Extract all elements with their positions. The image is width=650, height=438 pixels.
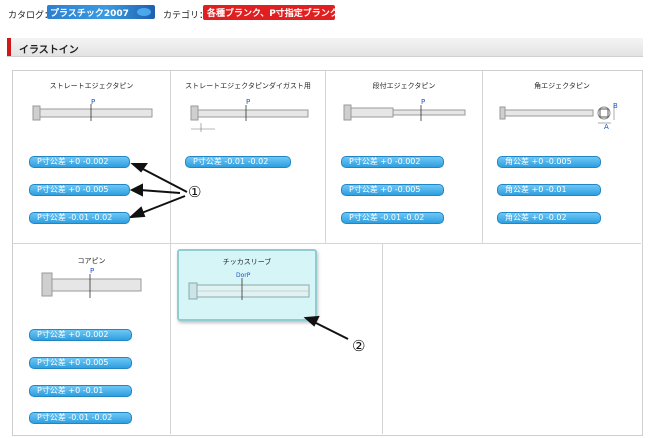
tolerance-button[interactable]: 角公差 +0 -0.005 — [497, 156, 601, 168]
tolerance-button[interactable]: P寸公差 +0 -0.002 — [29, 156, 130, 168]
tolerance-button[interactable]: 角公差 +0 -0.02 — [497, 212, 601, 224]
catalog-value: プラスチック2007 — [50, 9, 129, 19]
product-cell-square-ejector[interactable]: 角エジェクタピン — [483, 71, 641, 244]
tikka-sleeve-drawing — [188, 278, 310, 300]
dimension-label: P — [90, 267, 94, 275]
catalog-selector[interactable]: プラスチック2007 — [47, 5, 155, 19]
category-value: 各種ブランク、P寸指定ブランク — [207, 9, 339, 19]
product-title: 段付エジェクタピン — [372, 82, 436, 90]
section-marker — [7, 38, 11, 56]
core-pin-drawing — [41, 272, 142, 298]
tolerance-button[interactable]: P寸公差 +0 -0.005 — [341, 184, 444, 196]
tolerance-button[interactable]: 角公差 +0 -0.01 — [497, 184, 601, 196]
dimension-label: P — [91, 98, 95, 106]
dimension-label: P — [246, 98, 250, 106]
product-title: ストレートエジェクタピンダイガスト用 — [185, 82, 311, 90]
section-header: イラストイン — [7, 38, 643, 57]
product-cell-stepped-ejector[interactable]: 段付エジェクタピン — [326, 71, 483, 244]
dimension-label: DorP — [236, 272, 251, 279]
die-cast-ejector-pin-drawing — [190, 105, 309, 132]
product-title: ストレートエジェクタピン — [49, 82, 134, 90]
product-cell-sleeve-area — [171, 244, 383, 434]
tolerance-button[interactable]: P寸公差 +0 -0.01 — [29, 385, 132, 397]
catalog-label: カタログ： — [8, 11, 54, 21]
tolerance-button[interactable]: P寸公差 +0 -0.002 — [341, 156, 444, 168]
callout-number-two: ② — [352, 337, 366, 355]
callout-number-one: ① — [188, 183, 202, 201]
product-title: チッカスリーブ — [222, 258, 272, 266]
category-label: カテゴリ： — [163, 11, 209, 21]
callout-arrow-two — [303, 315, 349, 340]
tolerance-button[interactable]: P寸公差 +0 -0.002 — [29, 329, 132, 341]
dimension-label-b: B — [613, 102, 618, 110]
square-ejector-pin-drawing — [499, 106, 615, 124]
dimension-label: P — [421, 98, 425, 106]
section-title: イラストイン — [19, 45, 79, 56]
tolerance-button[interactable]: P寸公差 -0.01 -0.02 — [29, 212, 130, 224]
product-grid — [12, 70, 643, 436]
tolerance-button[interactable]: P寸公差 -0.01 -0.02 — [29, 412, 132, 424]
catalog-banner-graphic — [137, 8, 151, 16]
tolerance-button[interactable]: P寸公差 +0 -0.005 — [29, 184, 130, 196]
product-cell-straight-ejector[interactable]: ストレートエジェクタピン — [13, 71, 171, 244]
category-selector[interactable]: 各種ブランク、P寸指定ブランク — [203, 5, 339, 20]
stepped-ejector-pin-drawing — [343, 104, 466, 121]
dimension-label-a: A — [604, 123, 609, 131]
tolerance-button[interactable]: P寸公差 +0 -0.005 — [29, 357, 132, 369]
callout-arrows-one — [128, 163, 188, 219]
product-cell-die-cast-ejector[interactable]: ストレートエジェクタピンダイガスト用 — [171, 71, 326, 244]
straight-ejector-pin-drawing — [32, 104, 153, 121]
product-cell-core-pin[interactable]: コアピン — [13, 244, 171, 434]
product-title: コアピン — [77, 257, 106, 265]
tolerance-button[interactable]: P寸公差 -0.01 -0.02 — [341, 212, 444, 224]
product-title: 角エジェクタピン — [534, 82, 590, 90]
tolerance-button[interactable]: P寸公差 -0.01 -0.02 — [185, 156, 291, 168]
